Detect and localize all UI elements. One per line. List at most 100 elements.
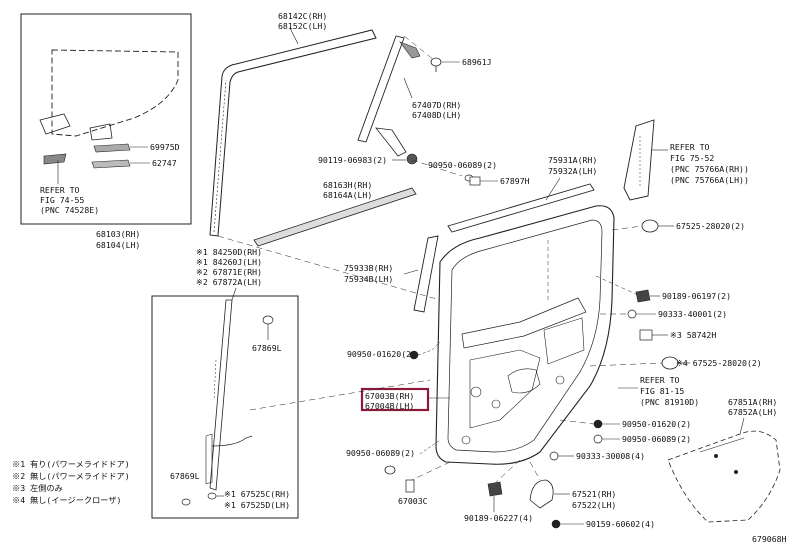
frame-moulding-68142c[interactable] <box>209 29 377 237</box>
label-67407d[interactable]: 67407D(RH) <box>412 100 461 110</box>
division-bar-bracket[interactable] <box>399 41 421 59</box>
label-90950-06089-top[interactable]: 90950-06089(2) <box>428 160 497 170</box>
label-75932a[interactable]: 75932A(LH) <box>548 166 597 176</box>
refer-fig-81-15-line2[interactable]: FIG 81-15 <box>640 386 684 396</box>
label-67897h[interactable]: 67897H <box>500 176 530 186</box>
label-67003c[interactable]: 67003C <box>398 496 428 506</box>
label-67852a[interactable]: 67852A(LH) <box>728 407 777 417</box>
label-68142c[interactable]: 68142C(RH) <box>278 11 327 21</box>
label-90159[interactable]: 90159-60602(4) <box>586 519 655 529</box>
refer-fig-74-55-line3[interactable]: (PNC 74528E) <box>40 205 99 215</box>
label-67004b[interactable]: 67004B(LH) <box>365 401 414 411</box>
label-90333-bottom[interactable]: 90333-30008(4) <box>576 451 645 461</box>
label-68104[interactable]: 68104(LH) <box>96 240 140 250</box>
label-62747[interactable]: 62747 <box>152 158 177 168</box>
glass-channel-rear[interactable] <box>89 123 113 141</box>
outside-garnish-75766a[interactable] <box>623 119 655 201</box>
grommet-90950-01620-right[interactable] <box>593 419 603 429</box>
label-58742h[interactable]: ※3 58742H <box>670 330 716 340</box>
cover-67521[interactable] <box>529 479 554 509</box>
belt-moulding-75931a[interactable] <box>447 183 595 233</box>
refer-fig-81-15-line1[interactable]: REFER TO <box>640 375 680 385</box>
label-69975d[interactable]: 69975D <box>150 142 180 152</box>
label-67522[interactable]: 67522(LH) <box>572 500 616 510</box>
assembly-line-3 <box>403 35 435 61</box>
label-68152c[interactable]: 68152C(LH) <box>278 21 327 31</box>
label-75931a[interactable]: 75931A(RH) <box>548 155 597 165</box>
assembly-line-1 <box>217 235 441 301</box>
refer-fig-75-52-line3[interactable]: (PNC 75766A(RH)) <box>670 164 749 174</box>
refer-fig-81-15-line3[interactable]: (PNC 81910D) <box>640 397 699 407</box>
slide-door-panel-67003b[interactable] <box>435 205 615 465</box>
clip-68961j[interactable] <box>430 57 442 72</box>
door-panel-group: 75933B(RH) 75934B(LH) 67003B(RH) 67004B(… <box>344 205 641 465</box>
label-75934b[interactable]: 75934B(LH) <box>344 274 393 284</box>
label-67871e[interactable]: ※2 67871E(RH) <box>196 267 262 277</box>
label-67851a[interactable]: 67851A(RH) <box>728 397 777 407</box>
label-67408d[interactable]: 67408D(LH) <box>412 110 461 120</box>
label-84260j[interactable]: ※1 84260J(LH) <box>196 257 262 267</box>
refer-fig-74-55-line2[interactable]: FIG 74-55 <box>40 195 84 205</box>
grommet-90950-01620-left[interactable] <box>409 350 419 360</box>
inner-weatherstrip-68163h[interactable] <box>253 187 417 247</box>
run-weatherstrip-62747[interactable] <box>91 159 131 169</box>
label-90189-top[interactable]: 90189-06197(2) <box>662 291 731 301</box>
refer-fig-75-52-line4[interactable]: (PNC 75766A(LH)) <box>670 175 749 185</box>
screw-90159[interactable] <box>551 519 561 529</box>
label-67003b[interactable]: 67003B(RH) <box>365 391 414 401</box>
bolt-90189-top[interactable] <box>635 289 651 303</box>
clip-67897h[interactable] <box>469 176 498 186</box>
clip-67525-28020-top[interactable] <box>641 219 659 233</box>
door-glass[interactable] <box>51 49 179 137</box>
leader-90950-06089-left <box>419 439 441 455</box>
assembly-line-11 <box>411 461 451 481</box>
door-dash-2 <box>595 275 641 297</box>
screw-90119[interactable] <box>406 153 418 165</box>
weatherstrip-75933b[interactable] <box>413 235 439 313</box>
grommet-90950-06089-left[interactable] <box>384 465 396 475</box>
clip-67869l-upper[interactable] <box>262 315 274 325</box>
label-84250d[interactable]: ※1 84250D(RH) <box>196 247 262 257</box>
refer-fig-75-52-line2[interactable]: FIG 75-52 <box>670 153 714 163</box>
label-75933b[interactable]: 75933B(RH) <box>344 263 393 273</box>
label-67869l-upper[interactable]: 67869L <box>252 343 282 353</box>
label-67525-28020-top[interactable]: 67525-28020(2) <box>676 221 745 231</box>
label-90950-01620-right[interactable]: 90950-01620(2) <box>622 419 691 429</box>
label-67525d[interactable]: ※1 67525D(LH) <box>224 500 290 510</box>
refer-fig-75-52-line1[interactable]: REFER TO <box>670 142 710 152</box>
label-68103[interactable]: 68103(RH) <box>96 229 140 239</box>
footnote-2: ※2 無し(パワーメライドドア) <box>12 471 130 481</box>
label-90950-06089-right[interactable]: 90950-06089(2) <box>622 434 691 444</box>
label-67521[interactable]: 67521(RH) <box>572 489 616 499</box>
bottom-fasteners: 90950-01620(2) 90950-06089(2) 67003C 901… <box>346 341 655 529</box>
clip-67003c[interactable] <box>405 479 415 493</box>
clip-67869l-lower[interactable] <box>181 498 191 506</box>
glass-channel-front[interactable] <box>39 113 71 135</box>
refer-fig-74-55-line1[interactable]: REFER TO <box>40 185 80 195</box>
label-68164a[interactable]: 68164A(LH) <box>323 190 372 200</box>
run-weatherstrip-69975d[interactable] <box>93 143 131 153</box>
sensor-harness[interactable] <box>211 435 253 447</box>
label-67869l-lower[interactable]: 67869L <box>170 471 200 481</box>
pad-58742h[interactable] <box>639 329 653 341</box>
clip-67525c[interactable] <box>207 492 217 500</box>
bolt-90189-bottom[interactable] <box>487 481 503 497</box>
label-90189-bottom[interactable]: 90189-06227(4) <box>464 513 533 523</box>
label-67525c[interactable]: ※1 67525C(RH) <box>224 489 290 499</box>
label-90950-06089-left[interactable]: 90950-06089(2) <box>346 448 415 458</box>
label-90119[interactable]: 90119-06983(2) <box>318 155 387 165</box>
label-68163h[interactable]: 68163H(RH) <box>323 180 372 190</box>
label-90950-01620-left[interactable]: 90950-01620(2) <box>347 349 416 359</box>
frame-moulding-inner <box>213 79 227 233</box>
grommet-90950-06089-right[interactable] <box>593 434 603 444</box>
division-bar-lower-bracket[interactable] <box>375 127 407 157</box>
label-67525-28020-lower[interactable]: ※4 67525-28020(2) <box>676 358 762 368</box>
label-67872a[interactable]: ※2 67872A(LH) <box>196 277 262 287</box>
glass-clip[interactable] <box>43 153 67 165</box>
door-hole-4 <box>461 435 471 445</box>
label-90333-top[interactable]: 90333-40001(2) <box>658 309 727 319</box>
screw-90333-40001[interactable] <box>627 309 637 319</box>
division-bar-67407d[interactable] <box>357 35 405 143</box>
label-68961j[interactable]: 68961J <box>462 57 492 67</box>
screw-90333-30008[interactable] <box>549 451 559 461</box>
